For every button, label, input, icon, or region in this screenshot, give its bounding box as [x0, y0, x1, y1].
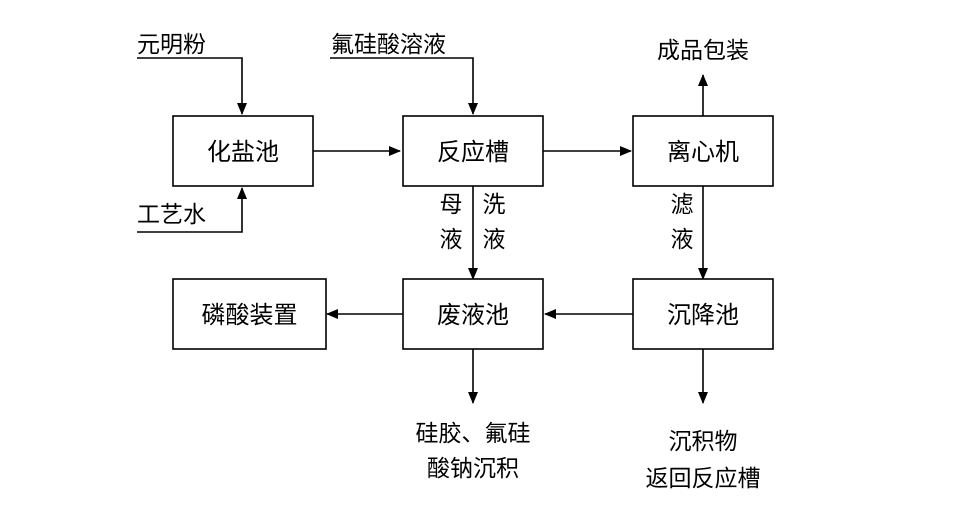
node-salt-pool: 化盐池	[172, 115, 314, 187]
node-centrifuge-label: 离心机	[667, 138, 739, 166]
node-reactor: 反应槽	[402, 115, 544, 187]
node-phosphate-unit: 磷酸装置	[172, 278, 327, 350]
edge-label-mother-liquor-2: 液	[440, 227, 463, 253]
output-sediment-line1: 沉积物	[669, 429, 738, 455]
node-settling-pool: 沉降池	[632, 278, 774, 350]
input-mirabilite: 元明粉	[137, 32, 206, 58]
node-waste-pool: 废液池	[402, 278, 544, 350]
input-process-water: 工艺水	[137, 202, 206, 228]
node-waste-pool-label: 废液池	[437, 301, 509, 329]
output-silica-gel-line2: 酸钠沉积	[427, 456, 519, 482]
output-product-packaging: 成品包装	[657, 38, 749, 64]
edge-label-filtrate-1: 滤	[671, 192, 694, 218]
output-sediment-line2: 返回反应槽	[646, 466, 761, 492]
arrow-process-water-to-salt-pool	[137, 187, 247, 233]
edge-label-filtrate-2: 液	[671, 227, 694, 253]
input-fluosilicic-solution: 氟硅酸溶液	[331, 32, 446, 58]
node-phosphate-unit-label: 磷酸装置	[202, 301, 298, 329]
edge-label-mother-liquor-1: 母	[440, 192, 463, 218]
node-settling-pool-label: 沉降池	[667, 301, 739, 329]
arrow-fluosilicic-to-reactor	[330, 57, 478, 115]
edge-label-washing-liquor-2: 液	[483, 227, 506, 253]
edge-label-washing-liquor-1: 洗	[483, 192, 506, 218]
output-silica-gel-line1: 硅胶、氟硅	[416, 421, 531, 447]
node-salt-pool-label: 化盐池	[207, 138, 279, 166]
node-centrifuge: 离心机	[632, 115, 774, 187]
arrow-mirabilite-to-salt-pool	[137, 57, 247, 115]
node-reactor-label: 反应槽	[437, 138, 509, 166]
